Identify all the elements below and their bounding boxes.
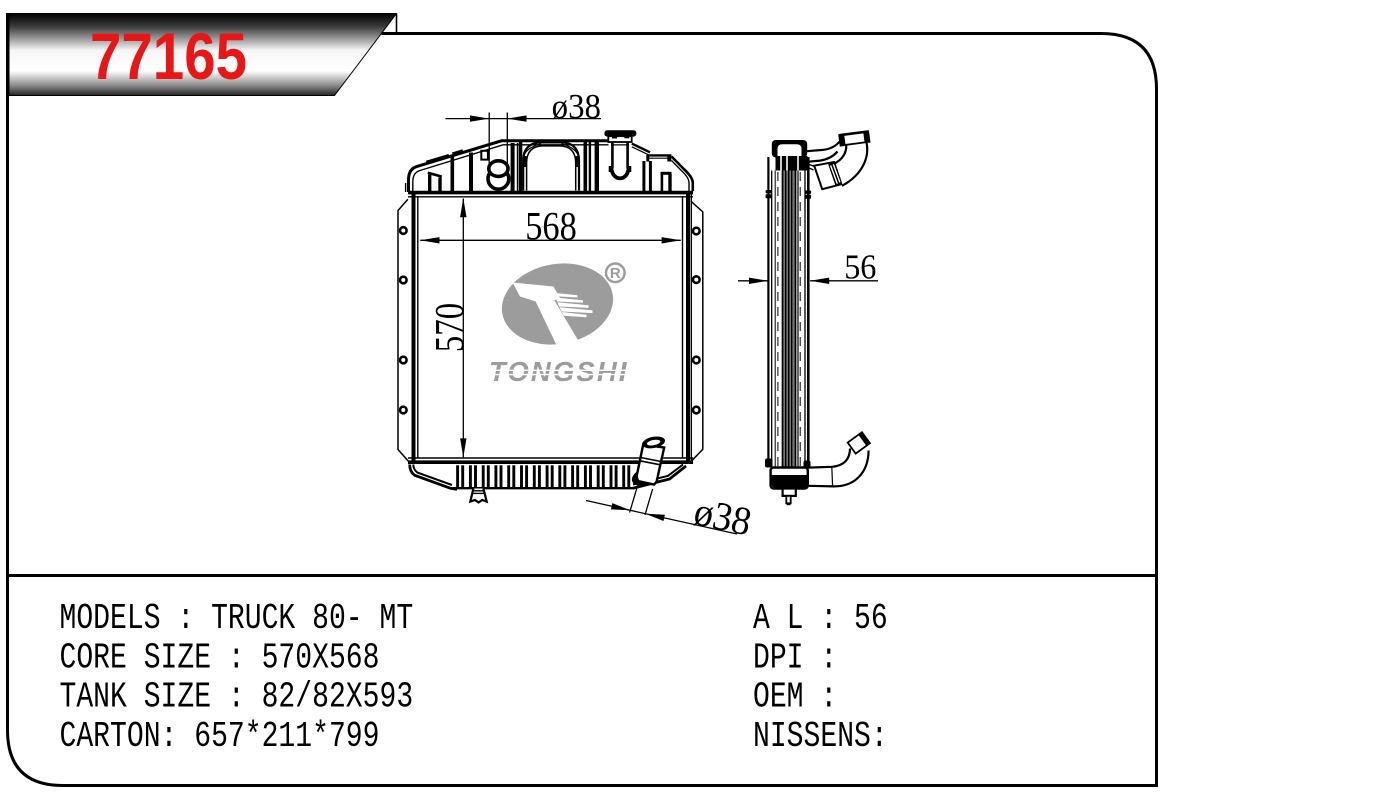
svg-text:CARTON: 657*211*799: CARTON: 657*211*799 (60, 716, 380, 757)
svg-text:OEM :: OEM : (753, 676, 837, 717)
svg-text:CORE SIZE : 570X568: CORE SIZE : 570X568 (60, 637, 380, 678)
svg-text:A L : 56: A L : 56 (753, 598, 888, 639)
svg-text:MODELS : TRUCK 80- MT: MODELS : TRUCK 80- MT (60, 598, 414, 639)
svg-text:DPI :: DPI : (753, 637, 837, 678)
svg-text:NISSENS:: NISSENS: (753, 716, 888, 757)
svg-text:ø38: ø38 (690, 489, 755, 544)
svg-text:TANK SIZE : 82/82X593: TANK SIZE : 82/82X593 (60, 676, 414, 717)
svg-text:R: R (610, 265, 621, 282)
svg-text:TONGSHI: TONGSHI (489, 356, 628, 387)
svg-text:77165: 77165 (90, 20, 247, 94)
svg-text:ø38: ø38 (552, 88, 601, 126)
svg-text:568: 568 (525, 205, 577, 249)
svg-text:570: 570 (428, 303, 473, 352)
